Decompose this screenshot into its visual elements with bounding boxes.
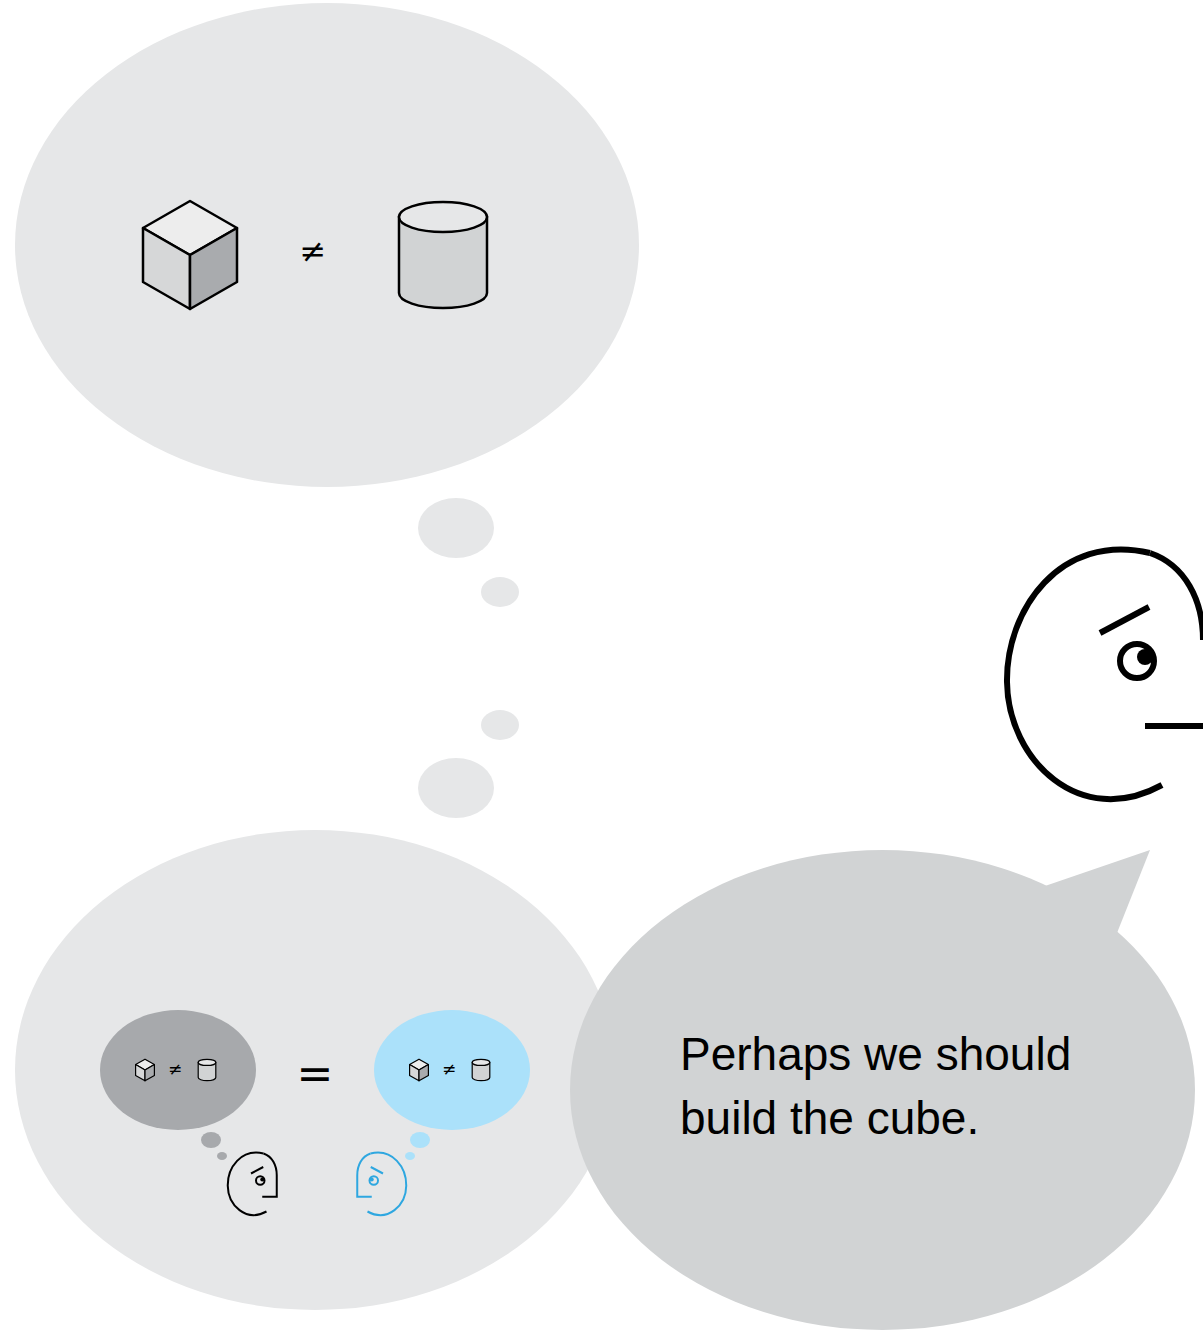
cylinder-icon bbox=[198, 1059, 216, 1080]
bubble-outline bbox=[570, 850, 1195, 1330]
relation-symbol: = bbox=[297, 1052, 334, 1096]
cylinder-icon bbox=[399, 202, 487, 308]
bubble-outline bbox=[15, 3, 639, 487]
relation-symbol: ≠ bbox=[300, 235, 327, 267]
thought-dot bbox=[481, 710, 519, 740]
small-face bbox=[228, 1153, 277, 1215]
thought-dot bbox=[418, 758, 494, 818]
relation-symbol: ≠ bbox=[442, 1061, 456, 1078]
thought-bubble-small: ≠ bbox=[100, 1010, 256, 1130]
thought-bubble: = ≠ ≠ bbox=[15, 830, 615, 1310]
relation-symbol: ≠ bbox=[168, 1061, 182, 1078]
cube-icon bbox=[410, 1059, 429, 1081]
speech-text: Perhaps we should build the cube. bbox=[680, 1022, 1130, 1150]
small-face bbox=[357, 1153, 406, 1215]
face bbox=[1007, 550, 1203, 800]
thought-dot bbox=[481, 577, 519, 607]
cylinder-icon bbox=[472, 1059, 490, 1080]
cube-icon bbox=[136, 1059, 155, 1081]
cube-icon bbox=[143, 201, 237, 309]
speech-bubble: Perhaps we should build the cube. bbox=[570, 850, 1195, 1330]
thought-bubble: ≠ bbox=[15, 3, 639, 487]
thought-dot bbox=[418, 498, 494, 558]
thought-bubble-small: ≠ bbox=[374, 1010, 530, 1130]
